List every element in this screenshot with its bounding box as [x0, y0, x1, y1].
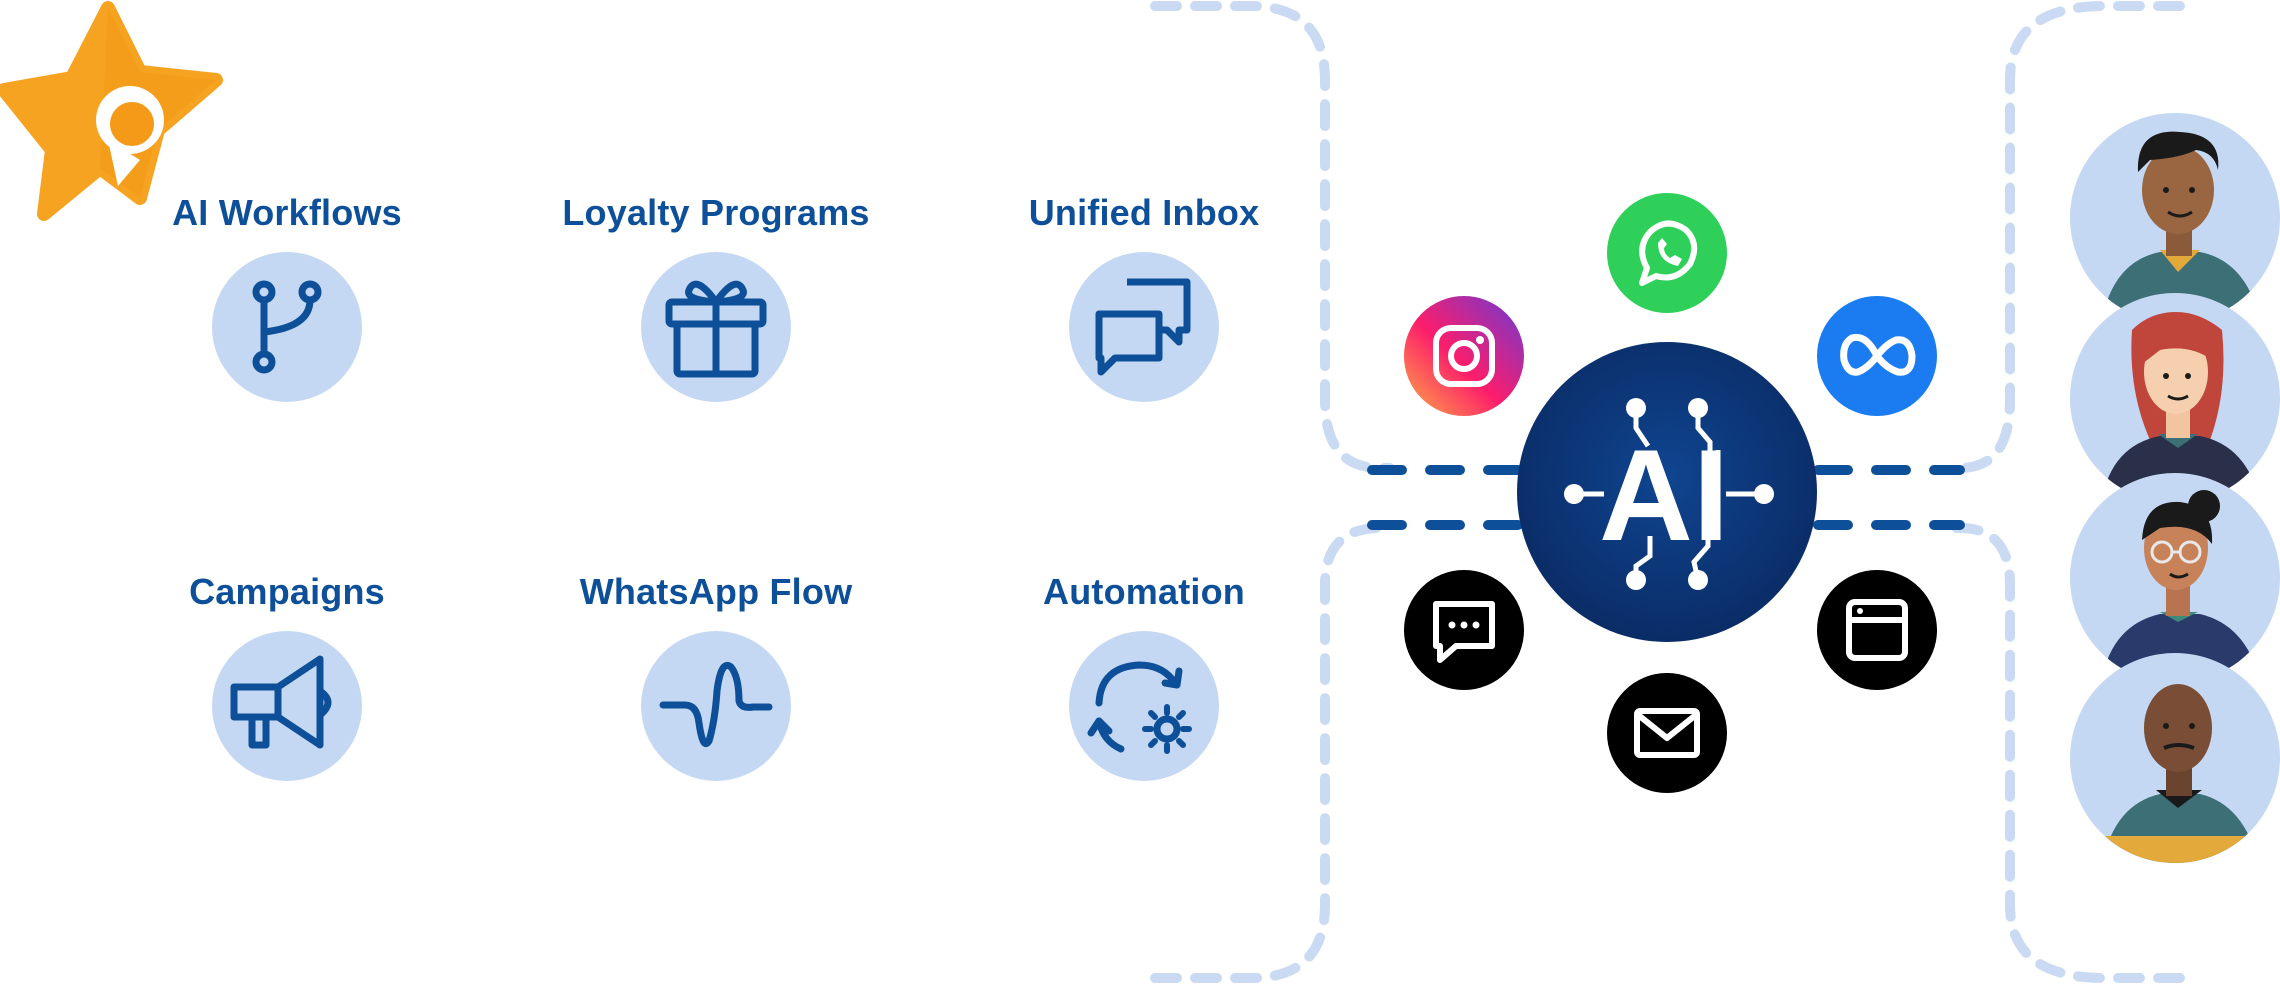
email-icon: [1607, 673, 1727, 793]
brand-star-logo: [0, 1, 223, 221]
avatar-woman-glasses: [2070, 473, 2280, 683]
ai-hub: AI: [1517, 342, 1817, 642]
refresh-gear-icon: [1087, 661, 1192, 754]
feature-automation: Automation: [974, 571, 1314, 801]
hub-label: AI: [1599, 422, 1729, 568]
feature-icon-circle: [1069, 252, 1219, 402]
whatsapp-icon: [1607, 193, 1727, 313]
feature-icon-circle: [641, 631, 791, 781]
feature-icon-circle: [641, 252, 791, 402]
feature-label: AI Workflows: [172, 192, 402, 233]
left-frame-top-dashes: [1150, 1, 1395, 473]
feature-icon-circle: [212, 631, 362, 781]
feature-label: WhatsApp Flow: [579, 571, 853, 612]
instagram-icon: [1404, 296, 1524, 416]
right-frame-top-dashes: [1950, 1, 2185, 473]
gift-icon: [665, 280, 767, 378]
webchat-window-icon: [1817, 570, 1937, 690]
megaphone-icon: [230, 655, 332, 749]
feature-label: Unified Inbox: [1028, 192, 1260, 233]
avatar-man-bald: [2070, 653, 2280, 863]
feature-label: Automation: [1043, 571, 1245, 612]
sms-chat-icon: [1404, 570, 1524, 690]
meta-icon: [1817, 296, 1937, 416]
feature-icon-circle: [212, 252, 362, 402]
left-frame-bottom-dashes: [1150, 523, 1395, 983]
right-frame-bottom-dashes: [1950, 523, 2185, 983]
feature-unified-inbox: Unified Inbox: [974, 192, 1314, 422]
feature-loyalty-programs: Loyalty Programs: [546, 192, 886, 422]
chat-bubbles-icon: [1095, 278, 1191, 376]
wave-flow-icon: [659, 662, 773, 748]
feature-campaigns: Campaigns: [117, 571, 457, 801]
feature-whatsapp-flow: WhatsApp Flow: [546, 571, 886, 801]
feature-icon-circle: [1069, 631, 1219, 781]
workflow-branch-icon: [252, 280, 322, 374]
feature-label: Loyalty Programs: [562, 192, 870, 233]
avatar-man-beard: [2070, 113, 2280, 323]
feature-label: Campaigns: [189, 571, 385, 612]
feature-ai-workflows: AI Workflows: [117, 192, 457, 422]
